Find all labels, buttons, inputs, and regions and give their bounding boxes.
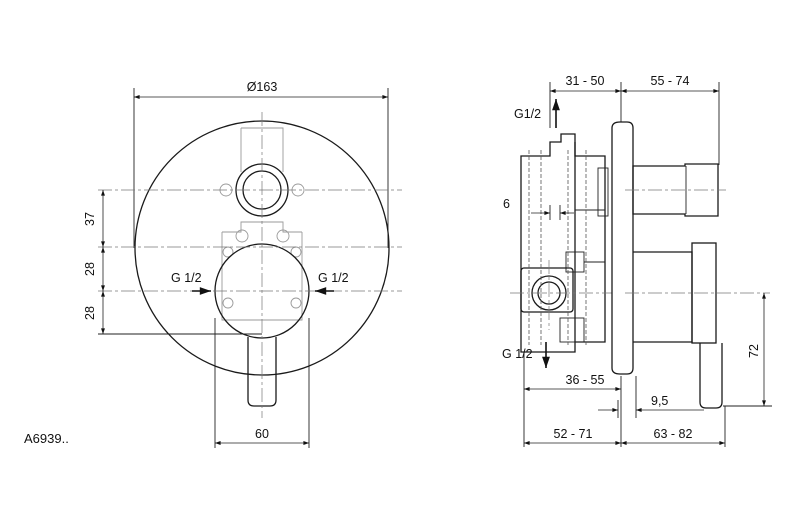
handle-knob-side	[633, 251, 693, 343]
dim-52-71-label: 52 - 71	[554, 427, 593, 441]
dim-9-5-label: 9,5	[651, 394, 668, 408]
bottom-outlet-label: G 1/2	[502, 347, 533, 361]
dim-63-82-label: 63 - 82	[654, 427, 693, 441]
dim-31-50-label: 31 - 50	[566, 74, 605, 88]
top-outlet-label: G1/2	[514, 107, 541, 121]
dim-72-label: 72	[747, 344, 761, 358]
wall-plate	[611, 121, 634, 375]
top-spout	[632, 163, 719, 217]
lever-side	[699, 343, 723, 409]
front-view	[98, 88, 402, 448]
left-inlet-label: G 1/2	[171, 271, 202, 285]
dim-36-55-label: 36 - 55	[566, 373, 605, 387]
side-view	[510, 82, 772, 447]
handle-cap	[691, 242, 717, 344]
drawing-code: A6939..	[24, 431, 69, 446]
right-inlet-label: G 1/2	[318, 271, 349, 285]
dim-60-label: 60	[255, 427, 269, 441]
dim-55-74-label: 55 - 74	[651, 74, 690, 88]
dim-6-label: 6	[503, 197, 510, 211]
valve-body	[520, 133, 606, 353]
diameter-label: Ø163	[247, 80, 278, 94]
dim-37-label: 37	[83, 212, 97, 226]
dim-28-upper-label: 28	[83, 262, 97, 276]
dim-28-lower-label: 28	[83, 306, 97, 320]
